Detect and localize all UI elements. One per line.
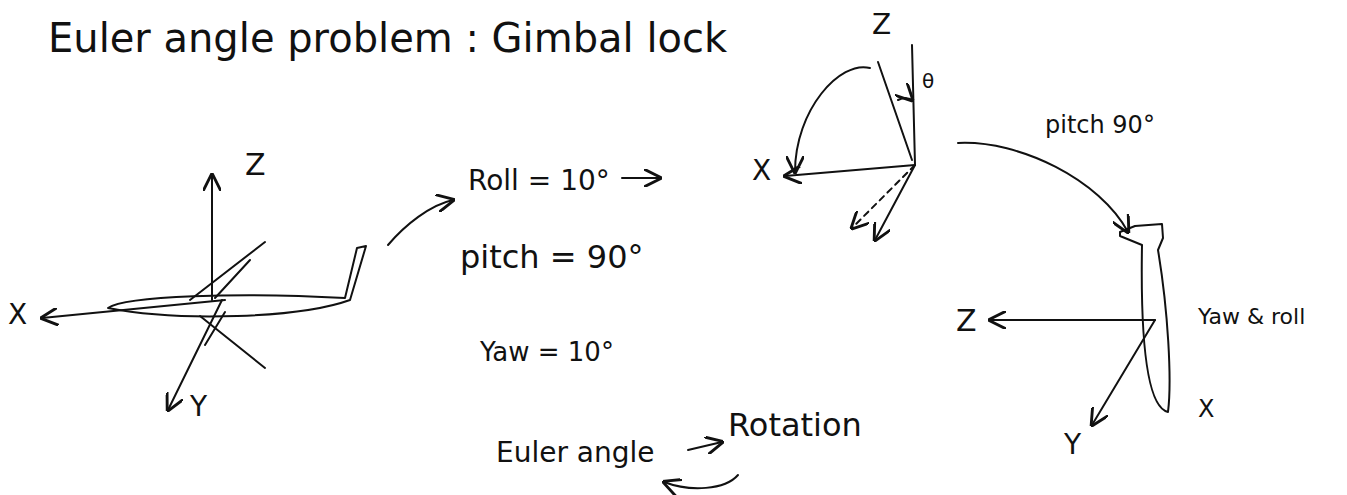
angle-value: Yaw = 10°	[480, 338, 614, 367]
page-title: Euler angle problem : Gimbal lock	[48, 16, 727, 60]
axis-label: X	[752, 156, 771, 187]
axis-label: Z	[245, 148, 266, 181]
airplane-wing	[200, 312, 265, 368]
y-axis	[1092, 320, 1155, 425]
concept-label: Euler angle	[496, 438, 655, 469]
flow-arrow	[688, 442, 722, 450]
axis-label: X	[1198, 396, 1214, 422]
y-axis	[875, 165, 915, 240]
angle-arc	[898, 98, 912, 100]
axis-label: Z	[872, 10, 891, 41]
airplane-fuselage	[108, 246, 366, 316]
angle-symbol: θ	[922, 70, 934, 92]
rotation-arc	[795, 67, 870, 172]
x-axis	[42, 300, 225, 318]
rotated-axis	[878, 62, 912, 160]
flow-arrow	[388, 200, 453, 245]
angle-value: pitch = 90°	[460, 240, 644, 275]
concept-label: Rotation	[728, 408, 862, 443]
airplane-wing	[190, 242, 265, 300]
axis-label: Y	[1064, 430, 1081, 461]
x-axis	[785, 165, 915, 176]
z-axis	[990, 319, 1155, 321]
axis-label: Z	[956, 304, 977, 337]
flow-arrow	[958, 143, 1128, 232]
flow-arrow	[622, 177, 660, 179]
return-arrow	[664, 475, 738, 488]
y-axis-dashed	[852, 165, 915, 228]
axis-label: Y	[190, 392, 207, 423]
axis-label: X	[8, 300, 27, 331]
z-axis	[912, 45, 915, 165]
airplane-pitched	[1120, 224, 1170, 412]
step-label: pitch 90°	[1045, 112, 1155, 138]
angle-value: Roll = 10°	[468, 166, 610, 197]
note-label: Yaw & roll	[1198, 305, 1305, 329]
